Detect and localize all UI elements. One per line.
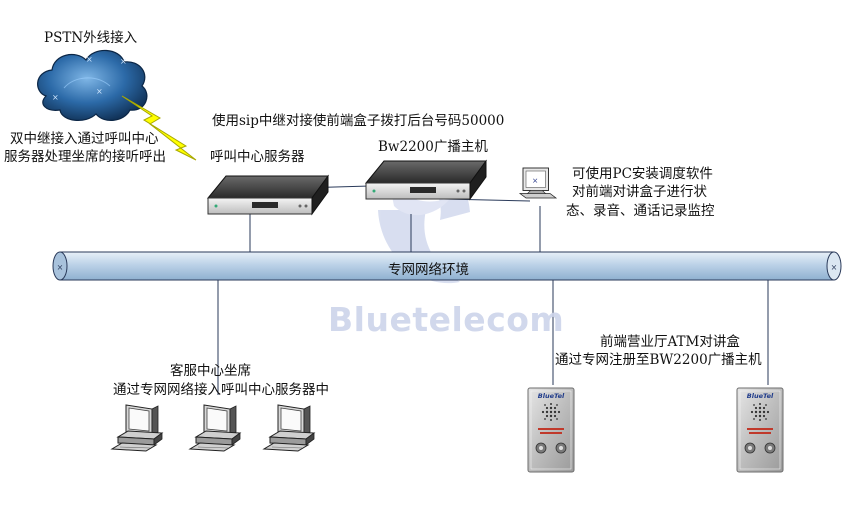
network-label: 专网网络环境 xyxy=(388,262,469,278)
network-pipe: × × xyxy=(52,251,842,281)
pc-software-label-line2: 对前端对讲盒子进行状 xyxy=(572,184,707,200)
pc-software-label-line3: 态、录音、通话记录监控 xyxy=(566,203,715,219)
broadcast-host-icon xyxy=(365,160,487,200)
agent-pc-icon xyxy=(189,404,241,452)
intercom-icon: BlueTel xyxy=(736,387,784,473)
agents-label-line1: 客服中心坐席 xyxy=(170,363,251,379)
svg-text:×: × xyxy=(52,93,59,102)
cloud-icon: × × × × xyxy=(37,49,148,121)
pc-software-label-line1: 可使用PC安装调度软件 xyxy=(572,166,713,182)
dual-trunk-label-line1: 双中继接入通过呼叫中心 xyxy=(10,131,159,147)
watermark-text: Bluetelecom xyxy=(328,300,565,339)
broadcast-host-label: Bw2200广播主机 xyxy=(378,139,488,155)
svg-text:×: × xyxy=(532,176,538,185)
agent-pc-icon xyxy=(263,404,315,452)
atm-intercom-label-line1: 前端营业厅ATM对讲盒 xyxy=(600,334,740,350)
svg-text:×: × xyxy=(57,263,64,272)
agent-pc-icon xyxy=(111,404,163,452)
call-center-server-icon xyxy=(207,175,329,215)
connection-lines xyxy=(217,185,769,395)
svg-text:×: × xyxy=(831,263,838,272)
pstn-label: PSTN外线接入 xyxy=(44,30,138,46)
svg-text:×: × xyxy=(96,87,103,96)
agents-label-line2: 通过专网网络接入呼叫中心服务器中 xyxy=(113,382,329,398)
device-badge: BlueTel xyxy=(747,392,774,400)
svg-text:×: × xyxy=(120,57,127,66)
svg-text:×: × xyxy=(86,55,93,64)
intercom-icon: BlueTel xyxy=(527,387,575,473)
dispatch-pc-icon: × xyxy=(518,167,558,199)
dual-trunk-label-line2: 服务器处理坐席的接听呼出 xyxy=(4,149,166,165)
lightning-icon xyxy=(121,95,197,161)
sip-trunk-label: 使用sip中继对接使前端盒子拨打后台号码50000 xyxy=(212,113,505,129)
device-badge: BlueTel xyxy=(538,392,565,400)
call-center-server-label: 呼叫中心服务器 xyxy=(210,149,305,165)
atm-intercom-label-line2: 通过专网注册至BW2200广播主机 xyxy=(555,352,762,368)
